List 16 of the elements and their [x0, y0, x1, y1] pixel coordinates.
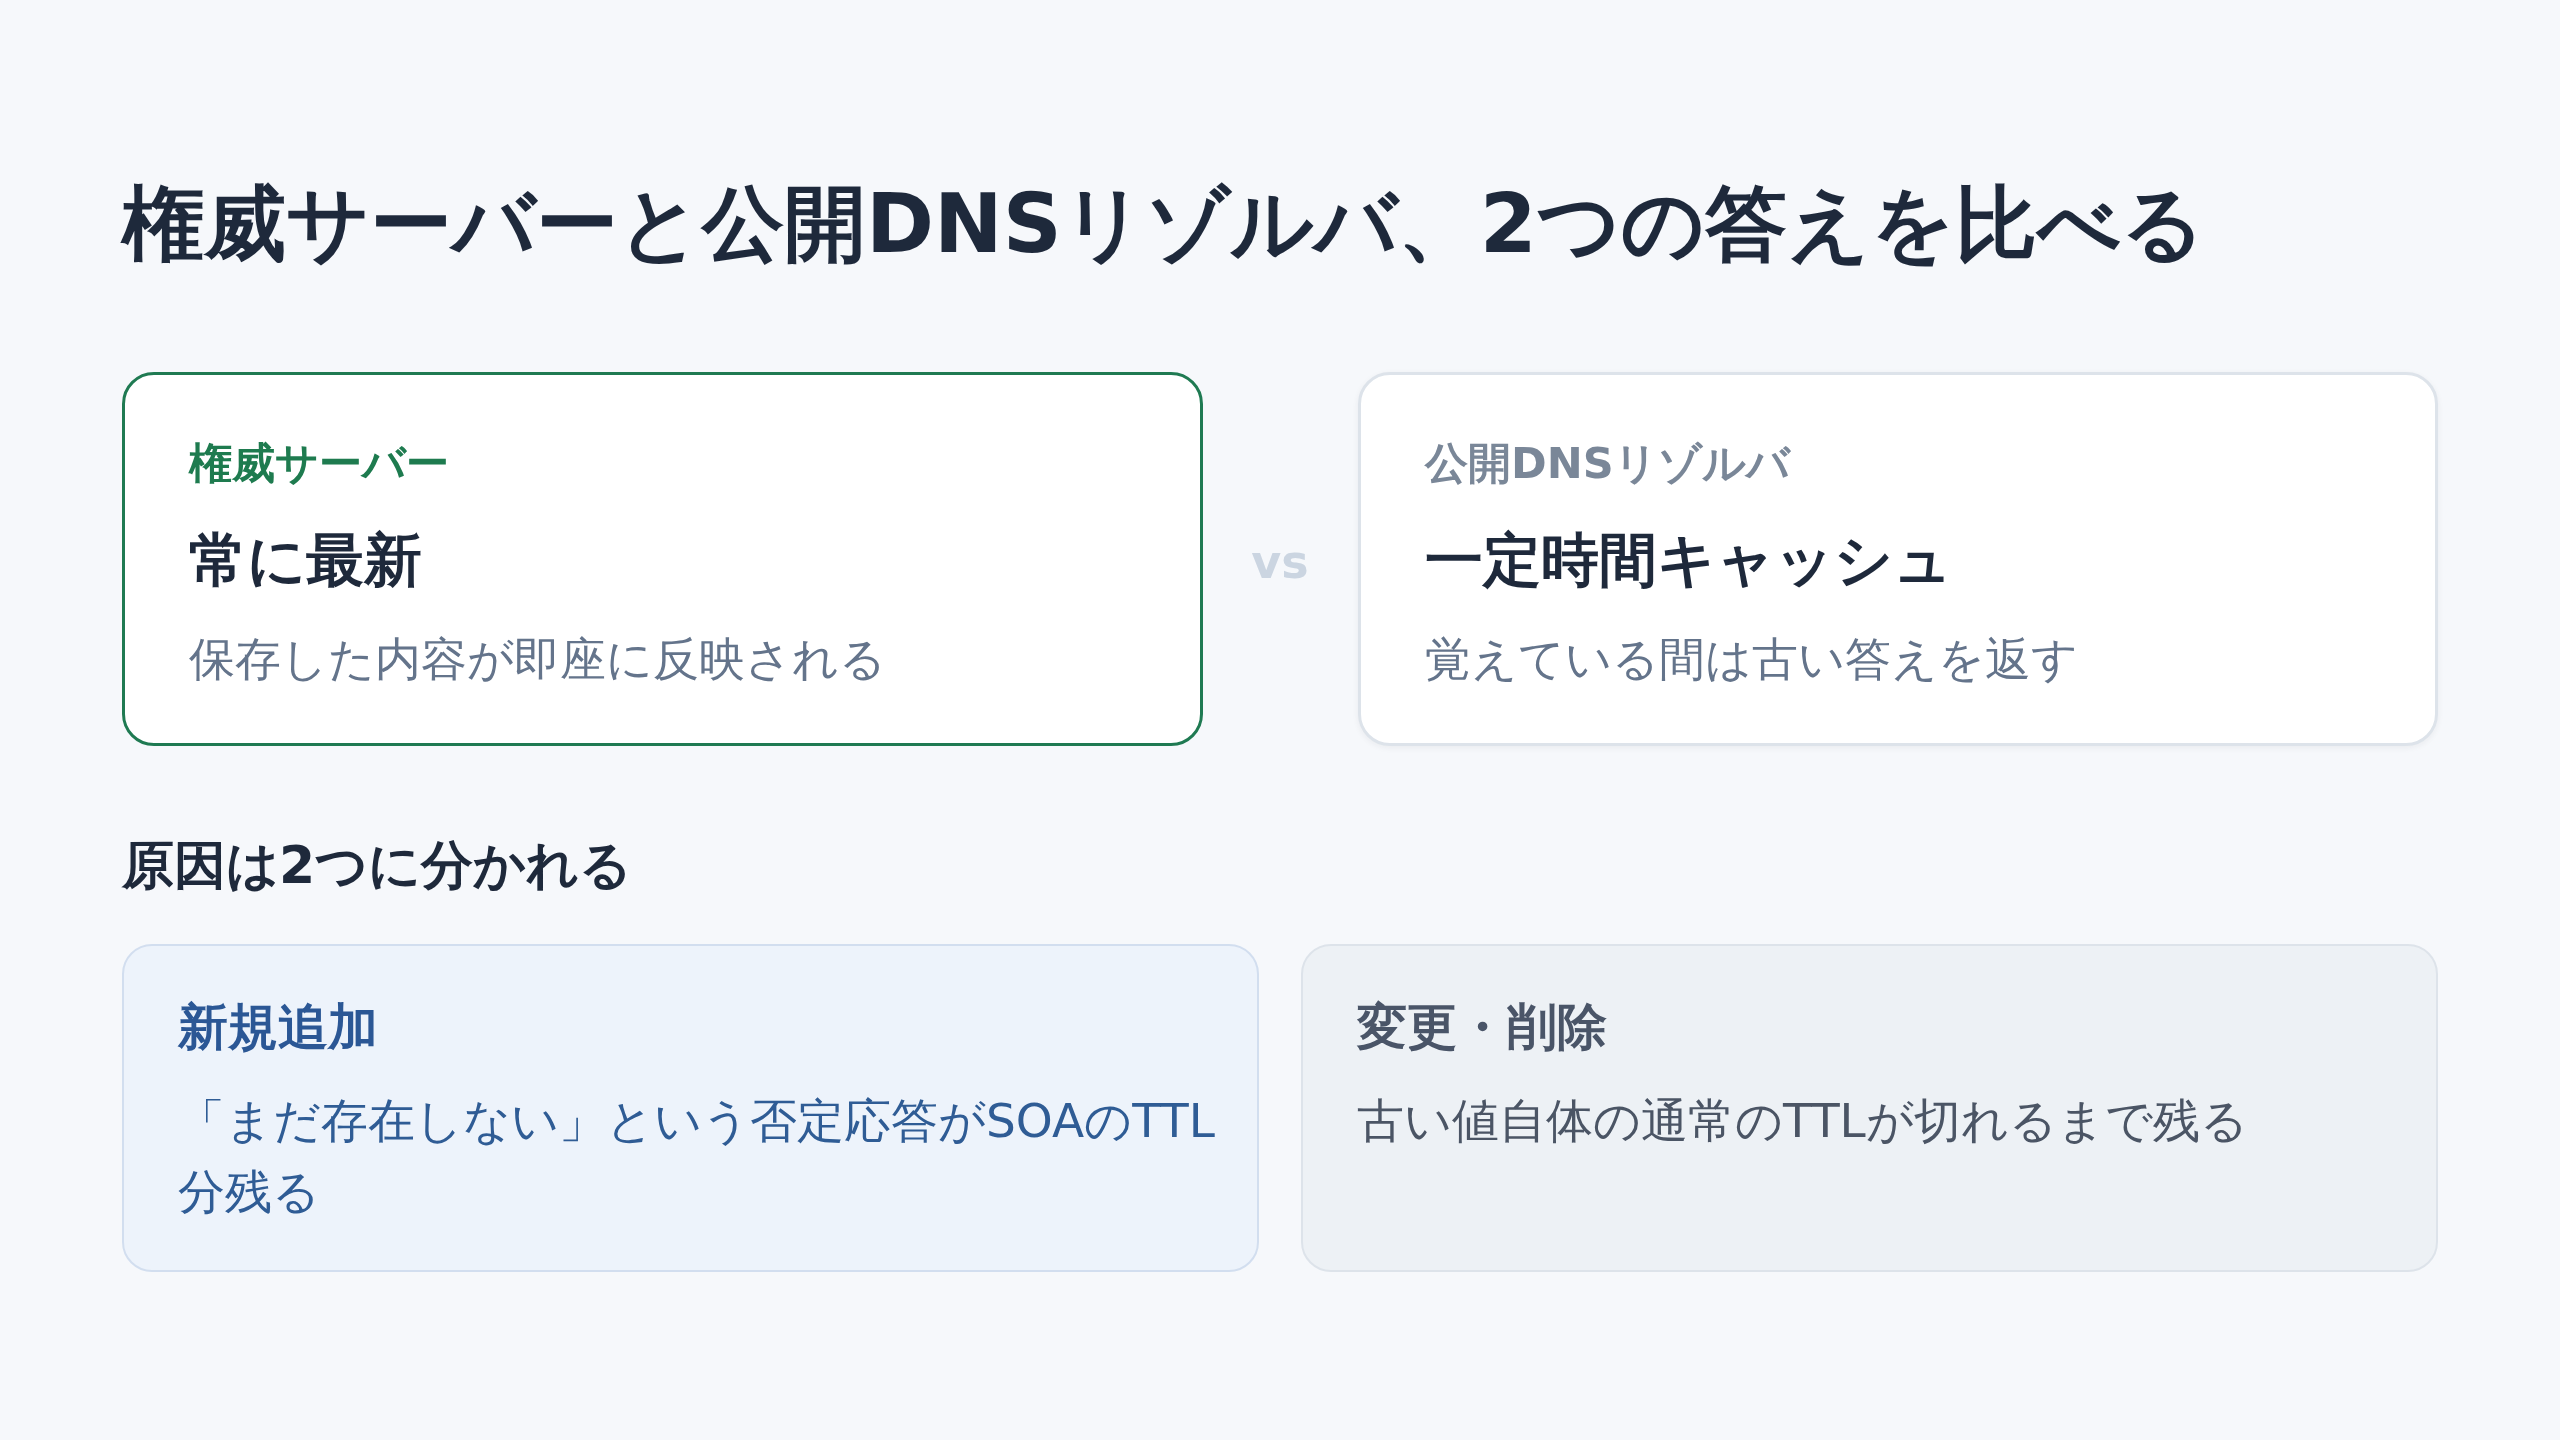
comparison-card: [122, 372, 1203, 746]
cause-description: 「まだ存在しない」という否定応答がSOAのTTL分残る: [178, 1092, 1216, 1221]
cause-description: 古い値自体の通常のTTLが切れるまで残る: [1357, 1092, 2249, 1150]
section-heading: 原因は2つに分かれる: [122, 834, 633, 896]
card-description: 保存した内容が即座に反映される: [189, 631, 887, 687]
cause-heading: 変更・削除: [1357, 997, 1608, 1057]
card-heading: 常に最新: [189, 525, 423, 595]
cause-card: [1301, 944, 2438, 1272]
card-label: 公開DNSリゾルバ: [1425, 437, 1792, 489]
cause-card: [122, 944, 1259, 1272]
title: 権威サーバーと公開DNSリゾルバ、2つの答えを比べる: [122, 176, 2205, 272]
cause-heading: 新規追加: [178, 997, 379, 1057]
card-heading: 一定時間キャッシュ: [1425, 525, 1953, 595]
card-label: 権威サーバー: [189, 437, 450, 489]
card-description: 覚えている間は古い答えを返す: [1425, 631, 2079, 687]
comparison-card: [1358, 372, 2438, 746]
